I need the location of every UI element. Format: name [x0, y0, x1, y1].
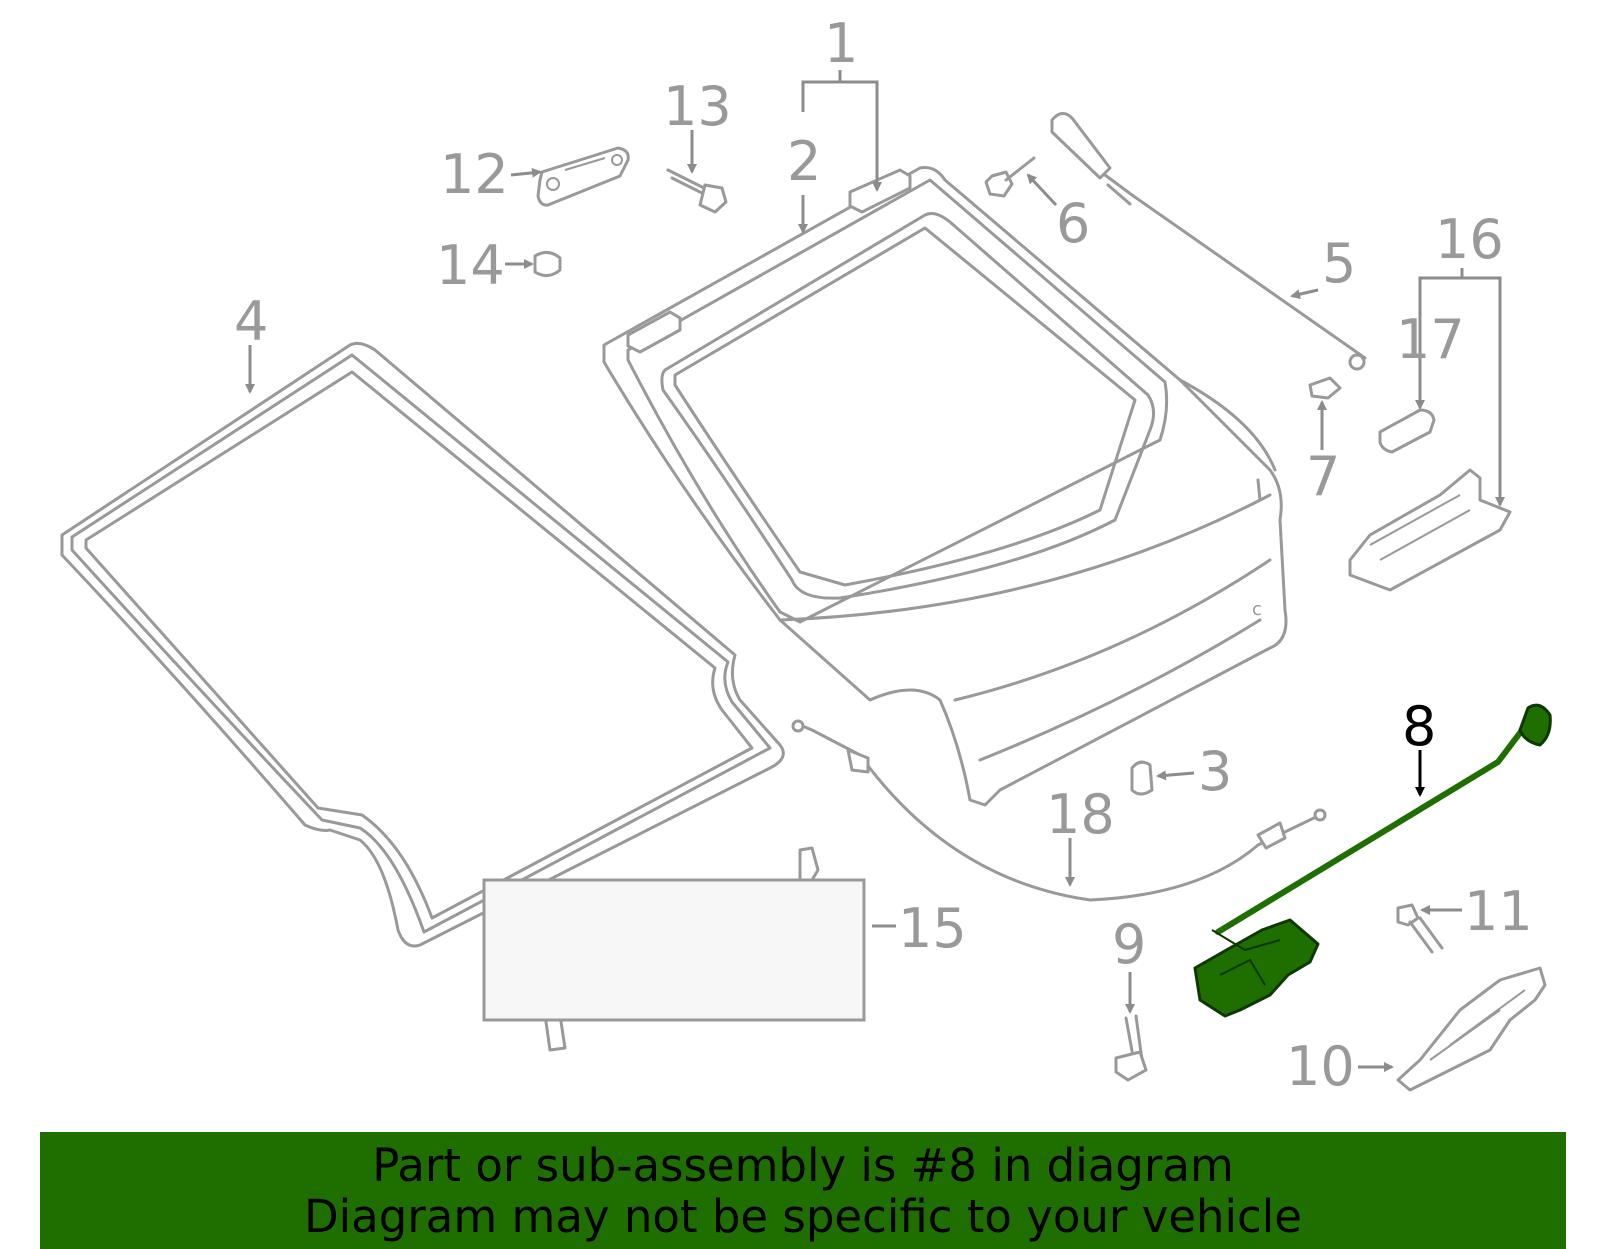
callout-18: 18	[1046, 783, 1115, 846]
bracket-part-15	[482, 846, 866, 1052]
info-banner: Part or sub-assembly is #8 in diagram Di…	[40, 1132, 1566, 1249]
clip-part-14	[533, 251, 562, 277]
callout-lines	[245, 70, 1505, 1072]
bulb-part-17	[1378, 408, 1436, 454]
callout-9: 9	[1112, 913, 1146, 976]
callout-15: 15	[898, 897, 967, 960]
callout-14: 14	[436, 234, 505, 297]
striker-part-10	[1396, 966, 1547, 1092]
callout-11: 11	[1464, 880, 1533, 943]
callout-8: 8	[1402, 695, 1436, 758]
callout-17: 17	[1396, 308, 1465, 371]
banner-line-2: Diagram may not be specific to your vehi…	[304, 1190, 1302, 1243]
bolt-part-9	[1114, 1014, 1148, 1082]
callout-1: 1	[824, 12, 858, 75]
callout-12: 12	[440, 143, 509, 206]
hinge-part-12	[536, 146, 630, 207]
bolt-part-11	[1396, 903, 1444, 954]
latch-assembly-part-8[interactable]	[1193, 703, 1552, 1018]
part-15-inset-box	[482, 878, 866, 1022]
callout-13: 13	[663, 75, 732, 138]
bumper-stop-part-3	[1130, 760, 1154, 796]
callout-6: 6	[1056, 192, 1090, 255]
callout-2: 2	[787, 130, 821, 193]
callout-5: 5	[1322, 232, 1356, 295]
callout-4: 4	[234, 290, 268, 353]
emblem-mark: c	[1252, 599, 1262, 620]
release-cable-part-18	[791, 719, 1327, 902]
bolt-part-13	[666, 168, 728, 214]
ball-stud-part-7	[1308, 376, 1342, 400]
lamp-housing-part-16	[1348, 468, 1512, 592]
callout-7: 7	[1306, 445, 1340, 508]
liftgate-panel: c	[602, 166, 1288, 807]
callout-10: 10	[1286, 1035, 1355, 1098]
banner-line-1: Part or sub-assembly is #8 in diagram	[372, 1139, 1234, 1192]
stud-part-6	[984, 156, 1036, 198]
weatherstrip-part-4	[60, 341, 785, 948]
callout-16: 16	[1435, 208, 1504, 271]
callout-3: 3	[1198, 740, 1232, 803]
gas-strut-part-5	[1050, 112, 1367, 371]
callout-numbers: 1 2 3 4 5 6 7 8 9 10 11 12 13 14 15 16 1…	[234, 12, 1533, 1098]
